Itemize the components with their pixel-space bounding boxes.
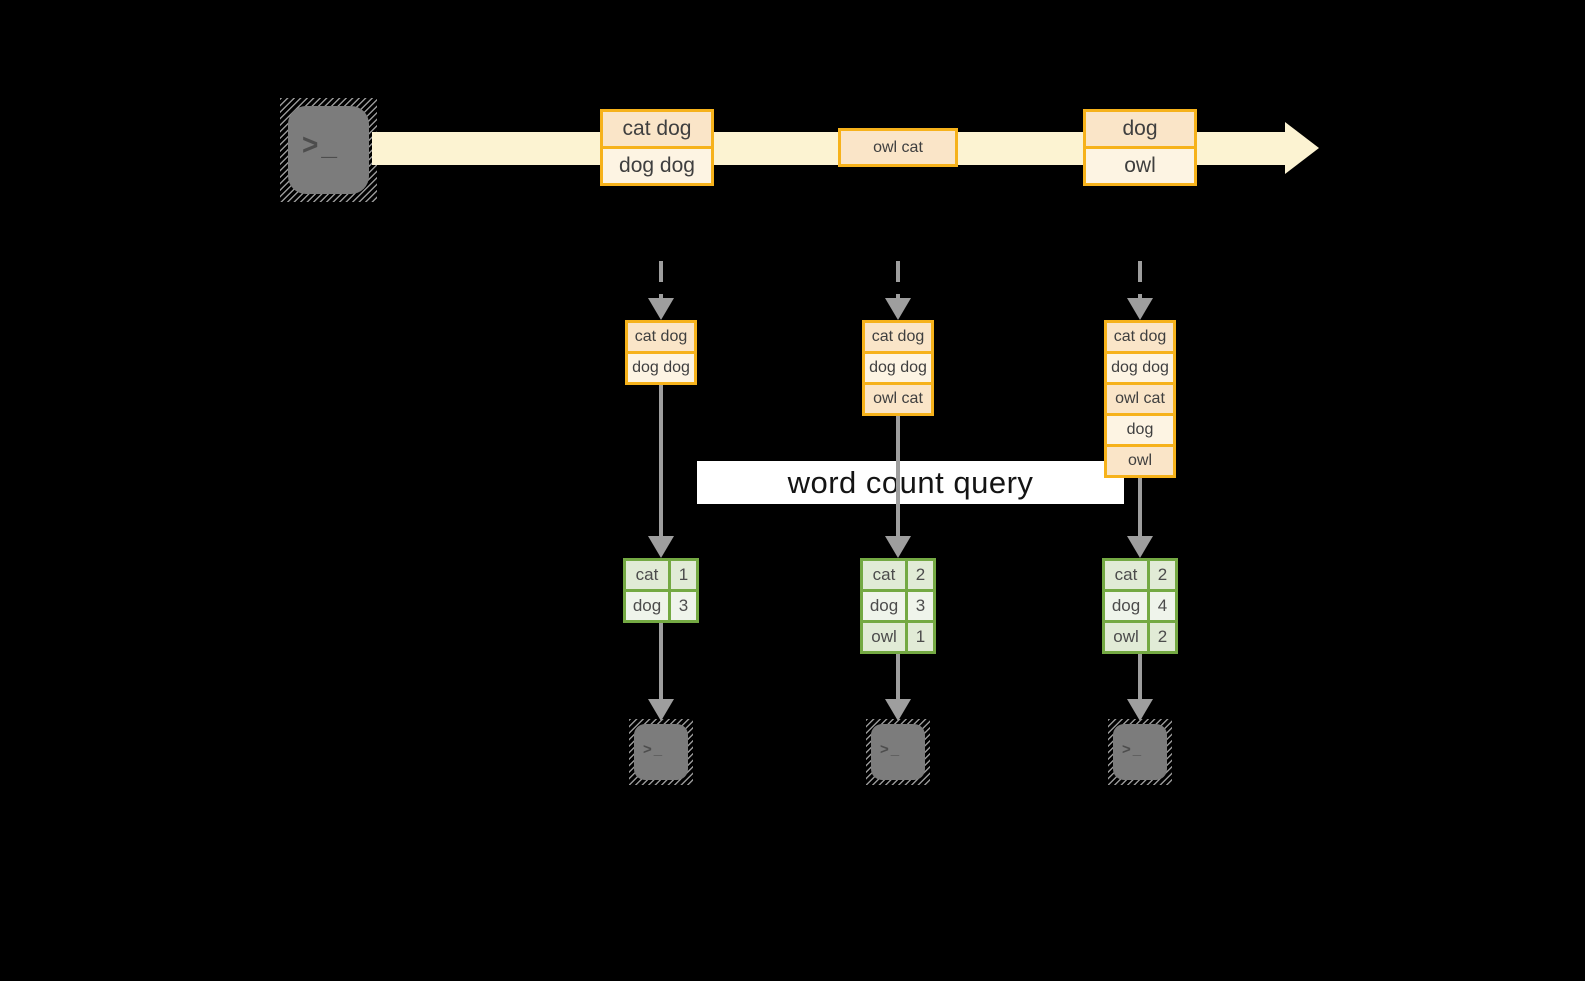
stream-event-cell: owl cat <box>841 131 955 164</box>
buffer-cell: dog dog <box>865 354 931 382</box>
count-table-1: cat 1 dog 3 <box>623 558 699 623</box>
dashed-arrowhead-icon <box>648 298 674 320</box>
flow-arrowhead-icon <box>1127 536 1153 558</box>
buffer-cell: cat dog <box>1107 323 1173 351</box>
stream-event-cell: dog dog <box>603 149 711 183</box>
flow-arrowhead-icon <box>885 699 911 721</box>
flow-arrowhead-icon <box>1127 699 1153 721</box>
buffer-cell: dog dog <box>628 354 694 382</box>
stream-event-box-1: cat dog dog dog <box>600 109 714 186</box>
count-table-word-cell: cat <box>863 561 905 589</box>
buffer-stack-3: cat dog dog dog owl cat dog owl <box>1104 320 1176 478</box>
count-table-word-cell: dog <box>863 592 905 620</box>
count-table-count-cell: 2 <box>908 561 933 589</box>
stream-arrowhead-icon <box>1285 122 1319 174</box>
terminal-screen: >_ <box>871 724 925 780</box>
count-table-count-cell: 4 <box>1150 592 1175 620</box>
sink-terminal-icon-2: >_ <box>866 719 930 785</box>
flow-arrowhead-icon <box>648 699 674 721</box>
count-table-word-cell: dog <box>626 592 668 620</box>
flow-arrowhead-icon <box>885 536 911 558</box>
sink-terminal-icon-3: >_ <box>1108 719 1172 785</box>
terminal-prompt-glyph: >_ <box>1122 740 1144 758</box>
buffer-cell: owl cat <box>865 385 931 413</box>
sink-terminal-icon-1: >_ <box>629 719 693 785</box>
flow-line <box>659 385 663 540</box>
buffer-stack-1: cat dog dog dog <box>625 320 697 385</box>
count-table-word-cell: dog <box>1105 592 1147 620</box>
count-table-count-cell: 2 <box>1150 561 1175 589</box>
dashed-arrowhead-icon <box>885 298 911 320</box>
source-terminal-icon: >_ <box>280 98 377 202</box>
dashed-arrow-line <box>659 261 663 299</box>
stream-event-cell: owl <box>1086 149 1194 183</box>
flow-line <box>896 416 900 540</box>
dashed-arrow-line <box>1138 261 1142 299</box>
count-table-word-cell: cat <box>1105 561 1147 589</box>
flow-line <box>1138 478 1142 540</box>
count-table-count-cell: 2 <box>1150 623 1175 651</box>
terminal-prompt-glyph: >_ <box>643 740 665 758</box>
buffer-cell: cat dog <box>628 323 694 351</box>
stream-event-box-2: owl cat <box>838 128 958 167</box>
word-count-query-label: word count query <box>787 464 1034 500</box>
stream-event-cell: cat dog <box>603 112 711 146</box>
count-table-2: cat 2 dog 3 owl 1 <box>860 558 936 654</box>
count-table-count-cell: 3 <box>908 592 933 620</box>
flow-line <box>659 623 663 700</box>
stream-event-cell: dog <box>1086 112 1194 146</box>
terminal-prompt-glyph: >_ <box>302 128 340 161</box>
count-table-count-cell: 1 <box>908 623 933 651</box>
terminal-screen: >_ <box>634 724 688 780</box>
stream-event-box-3: dog owl <box>1083 109 1197 186</box>
terminal-screen: >_ <box>1113 724 1167 780</box>
dashed-arrowhead-icon <box>1127 298 1153 320</box>
flow-line <box>1138 654 1142 700</box>
terminal-screen: >_ <box>288 106 369 194</box>
count-table-word-cell: owl <box>1105 623 1147 651</box>
buffer-stack-2: cat dog dog dog owl cat <box>862 320 934 416</box>
count-table-word-cell: owl <box>863 623 905 651</box>
count-table-count-cell: 1 <box>671 561 696 589</box>
buffer-cell: dog <box>1107 416 1173 444</box>
buffer-cell: cat dog <box>865 323 931 351</box>
word-count-query-band: word count query <box>697 461 1124 504</box>
flow-arrowhead-icon <box>648 536 674 558</box>
buffer-cell: owl <box>1107 447 1173 475</box>
count-table-word-cell: cat <box>626 561 668 589</box>
count-table-count-cell: 3 <box>671 592 696 620</box>
buffer-cell: owl cat <box>1107 385 1173 413</box>
flow-line <box>896 654 900 700</box>
dashed-arrow-line <box>896 261 900 299</box>
buffer-cell: dog dog <box>1107 354 1173 382</box>
count-table-3: cat 2 dog 4 owl 2 <box>1102 558 1178 654</box>
terminal-prompt-glyph: >_ <box>880 740 902 758</box>
